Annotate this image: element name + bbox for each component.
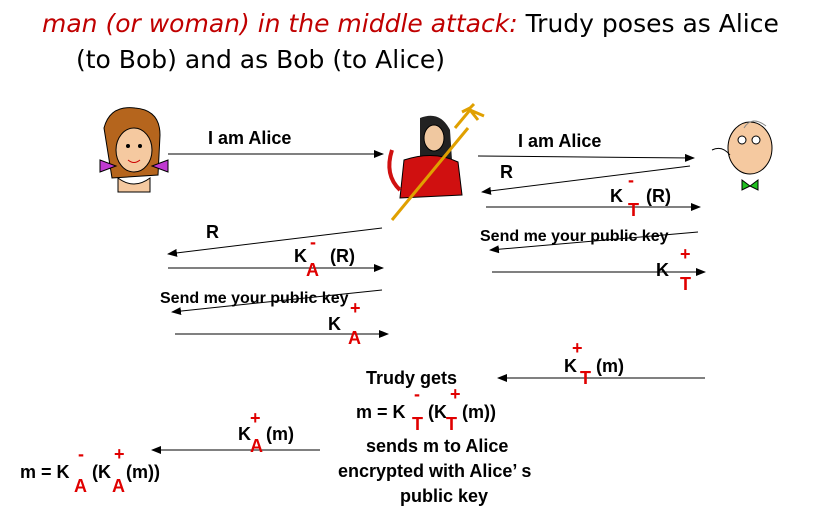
alice-m-eq: m = K — [20, 462, 70, 482]
arrows — [151, 150, 706, 454]
msg-kam-plus: + — [250, 408, 261, 428]
trudy-m-eq: m = K — [356, 402, 406, 422]
alice-icon — [99, 107, 169, 193]
msg-ktm-sub: T — [580, 368, 591, 388]
encrypted-with: encrypted with Alice’ s — [338, 461, 532, 481]
msg-kam-k: K — [238, 424, 251, 444]
alice-m-sub-a2: A — [112, 476, 125, 496]
title-rest: Trudy poses as Alice — [525, 9, 779, 38]
msg-kt-sub: T — [628, 200, 639, 220]
msg-kaplus-sub: A — [348, 328, 361, 348]
trudy-gets: Trudy gets — [366, 368, 458, 388]
sends-m: sends m to Alice — [366, 436, 509, 456]
msg-ktm-k: K — [564, 356, 577, 376]
arrow-bob-trudy-r — [481, 165, 691, 195]
msg-ka-minus: - — [310, 232, 316, 252]
arrow-trudy-alice-r — [167, 227, 383, 257]
title-line2: (to Bob) and as Bob (to Alice) — [76, 45, 446, 74]
msg-ka-r: (R) — [330, 246, 355, 266]
alice-m-minus: - — [78, 444, 84, 464]
alice-m-close: (m)) — [126, 462, 160, 482]
msg-iam-alice-1: I am Alice — [208, 128, 292, 148]
msg-kam-sub: A — [250, 436, 263, 456]
msg-kaplus-plus: + — [350, 298, 361, 318]
trudy-m-minus: - — [414, 384, 420, 404]
msg-kt-minus: - — [628, 170, 634, 190]
msg-kplus-t-k: K — [656, 260, 669, 280]
msg-r-trudy: R — [206, 222, 219, 242]
msg-ka-k: K — [294, 246, 307, 266]
msg-ktm-plus: + — [572, 338, 583, 358]
trudy-m-paren: (K — [428, 402, 447, 422]
msg-send-pk-1: Send me your public key — [160, 290, 349, 307]
trudy-icon — [387, 102, 485, 221]
msg-r-bob: R — [500, 162, 513, 182]
title-italic: man (or woman) in the middle attack: — [42, 9, 518, 38]
public-key: public key — [400, 486, 489, 506]
alice-m-paren: (K — [92, 462, 111, 482]
msg-kt-r: (R) — [646, 186, 671, 206]
msg-kplus-t-plus: + — [680, 244, 691, 264]
alice-m-sub-a1: A — [74, 476, 87, 496]
trudy-m-plus: + — [450, 384, 461, 404]
slide-title: man (or woman) in the middle attack: Tru… — [42, 8, 779, 40]
msg-kplus-t-sub: T — [680, 274, 691, 294]
alice-m-plus: + — [114, 444, 125, 464]
msg-send-pk-2: Send me your public key — [480, 228, 669, 245]
msg-ktm-m: (m) — [596, 356, 624, 376]
trudy-m-sub-t1: T — [412, 414, 423, 434]
trudy-m-sub-t2: T — [446, 414, 457, 434]
arrow-trudy-bob-1 — [477, 153, 695, 162]
trudy-m-close: (m)) — [462, 402, 496, 422]
msg-iam-alice-2: I am Alice — [518, 131, 602, 151]
bob-icon — [711, 120, 773, 191]
msg-kaplus-k: K — [328, 314, 341, 334]
msg-kam-m: (m) — [266, 424, 294, 444]
arrow-trudy-alice-send — [171, 289, 383, 316]
arrow-bob-trudy-send — [489, 231, 699, 254]
msg-kt-k: K — [610, 186, 623, 206]
msg-ka-sub: A — [306, 260, 319, 280]
